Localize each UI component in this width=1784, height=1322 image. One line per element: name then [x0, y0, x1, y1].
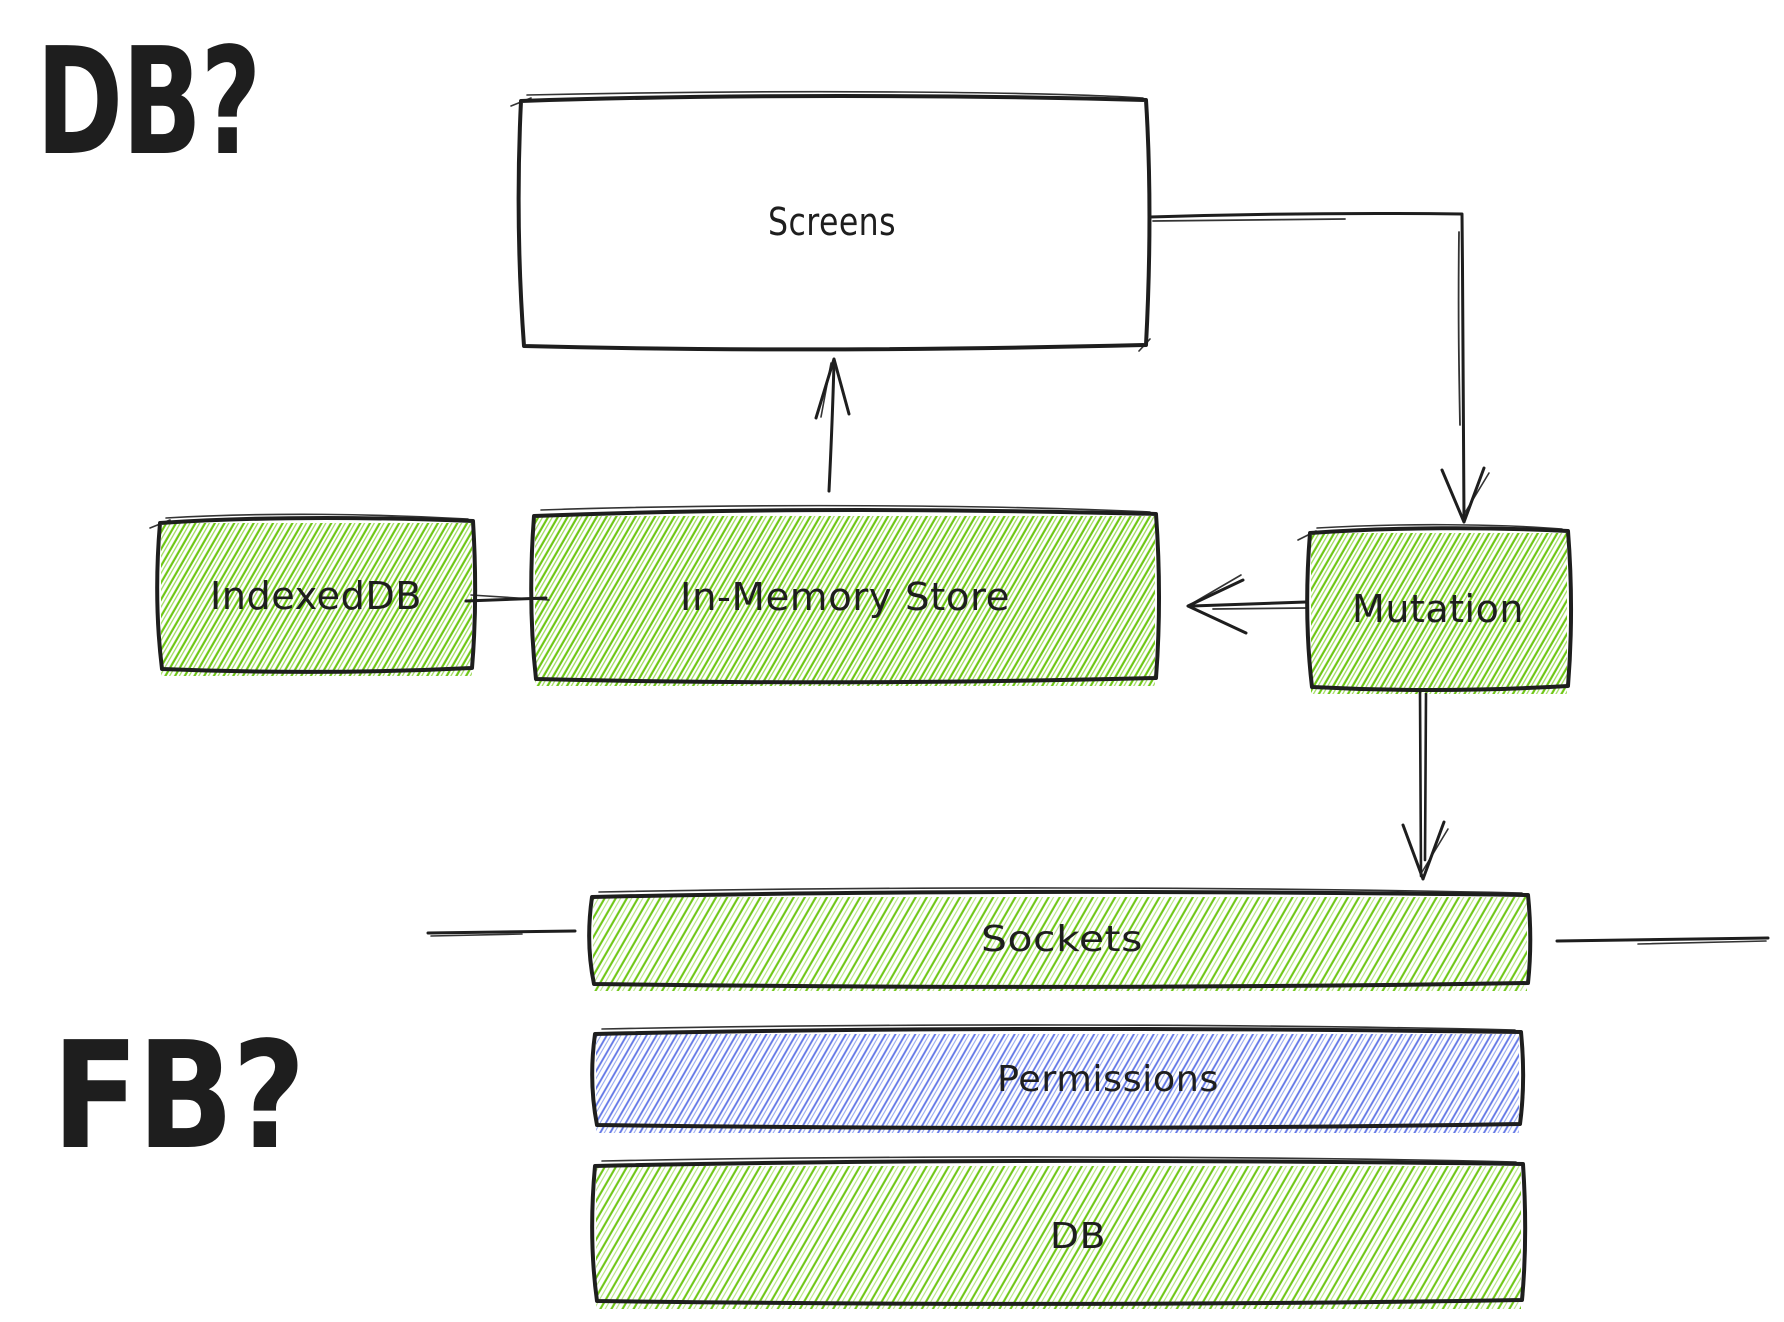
db-question-annotation: DB?: [36, 16, 260, 188]
in-memory-store-box-sketch-detail: [540, 504, 1151, 513]
arrowhead-down-into-mutation: [1440, 466, 1486, 524]
node-indexeddb: IndexedDB: [149, 513, 478, 676]
left-margin-line-double-stroke: [430, 933, 523, 937]
indexeddb-box-fill: [161, 523, 472, 676]
screens-box-border: [516, 94, 1152, 352]
edge-left-margin-line: [426, 929, 577, 937]
right-margin-line-double-stroke: [1637, 940, 1767, 945]
node-screens: Screens: [510, 90, 1152, 352]
edge-mutation-inmemory-double-stroke: [1212, 607, 1308, 610]
permissions-bar-border: [590, 1026, 1526, 1130]
sockets-bar-sketch-detail: [598, 887, 1523, 894]
mutation-box-border: [1305, 526, 1573, 692]
edge-indexeddb-inmemory-double-stroke: [470, 594, 550, 601]
arrowhead-down-into-sockets-double: [1421, 828, 1449, 873]
sockets-bar-fill: [593, 897, 1527, 991]
arrowhead-left-into-inmemory-double: [1192, 574, 1242, 604]
node-mutation: Mutation: [1297, 523, 1573, 694]
arrowhead-left-into-inmemory: [1186, 578, 1248, 635]
in-memory-store-box-border: [529, 508, 1161, 685]
edge-indexeddb-to-in-memory-store: [464, 594, 550, 603]
right-margin-line: [1555, 936, 1770, 943]
edge-screens-to-mutation: [1148, 211, 1490, 524]
edge-in-memory-store-to-screens: [814, 357, 851, 493]
mutation-box-fill: [1311, 533, 1567, 694]
edge-mutation-to-in-memory-store: [1186, 574, 1308, 635]
db-bar-fill: [596, 1166, 1521, 1309]
db-label: DB: [1050, 1216, 1106, 1257]
db-bar-sketch-detail: [601, 1156, 1517, 1163]
screens-label: Screens: [768, 200, 896, 244]
edge-right-margin-line: [1555, 936, 1770, 945]
arrowhead-up-into-screens-double: [820, 362, 832, 418]
arrowhead-down-into-mutation-double: [1462, 472, 1490, 517]
edge-mutation-inmemory-shaft: [1190, 600, 1308, 608]
screens-box-sketch-detail: [510, 90, 1151, 352]
edge-screens-mutation-shaft: [1148, 211, 1466, 521]
node-permissions: Permissions: [590, 1024, 1526, 1133]
permissions-label: Permissions: [997, 1059, 1219, 1100]
arrowhead-down-into-sockets: [1401, 820, 1446, 881]
in-memory-store-label: In-Memory Store: [680, 575, 1010, 619]
fb-question-annotation: FB?: [52, 1010, 304, 1182]
node-sockets: Sockets: [587, 887, 1533, 991]
permissions-bar-sketch-detail: [601, 1024, 1516, 1031]
indexeddb-box-sketch-detail: [149, 513, 469, 529]
edge-screens-mutation-double-stroke: [1152, 218, 1461, 426]
edge-mutation-to-sockets: [1401, 690, 1449, 881]
sockets-bar-border: [587, 889, 1533, 989]
indexeddb-box-border: [155, 515, 478, 674]
sockets-label: Sockets: [981, 919, 1143, 960]
permissions-bar-fill: [596, 1034, 1519, 1133]
left-margin-line: [426, 929, 577, 935]
mutation-box-sketch-detail: [1297, 523, 1563, 541]
edge-mutation-sockets-shaft: [1418, 690, 1428, 878]
node-db: DB: [590, 1156, 1528, 1309]
node-in-memory-store: In-Memory Store: [529, 504, 1161, 686]
mutation-label: Mutation: [1352, 587, 1524, 631]
edge-inmemory-screens-shaft: [827, 360, 836, 493]
in-memory-store-box-fill: [535, 516, 1155, 686]
arrowhead-up-into-screens: [814, 357, 851, 420]
indexeddb-label: IndexedDB: [210, 574, 422, 618]
db-bar-border: [590, 1158, 1528, 1306]
